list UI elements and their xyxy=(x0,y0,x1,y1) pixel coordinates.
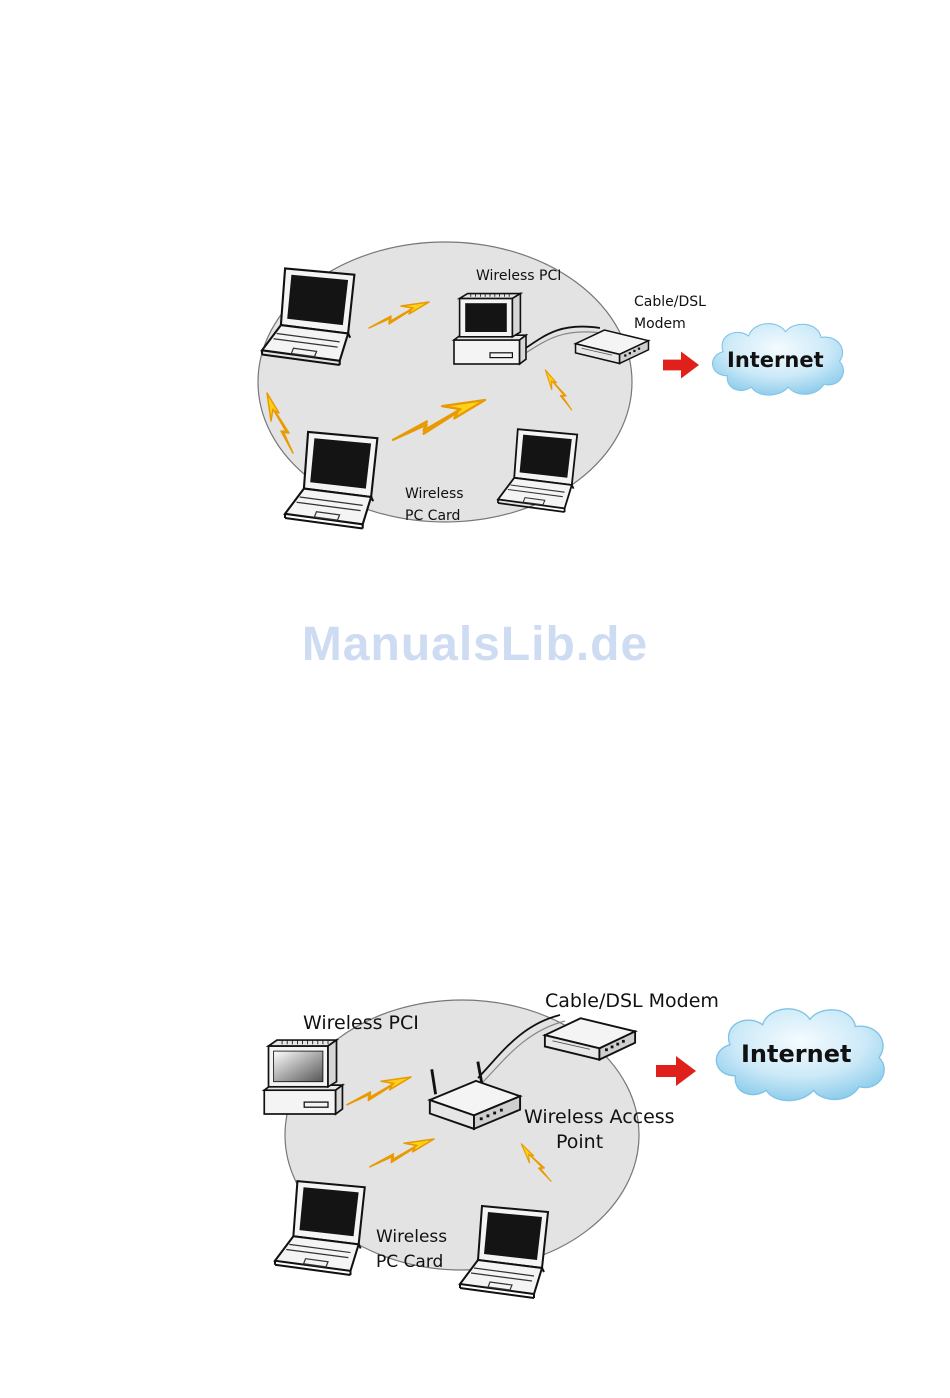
modem-label-line2: Modem xyxy=(634,316,686,332)
modem-label: Cable/DSL Modem xyxy=(545,991,719,1013)
internet-label: Internet xyxy=(727,348,824,372)
adhoc-network-diagram: Wireless PCI Cable/DSL Modem Internet Wi… xyxy=(0,230,950,560)
wireless-pci-label: Wireless PCI xyxy=(303,1013,419,1035)
pc-card-label-line2: PC Card xyxy=(405,508,460,524)
watermark: ManualsLib.de xyxy=(0,617,950,672)
modem-label-line1: Cable/DSL xyxy=(634,294,706,310)
infrastructure-network-diagram: Wireless PCI Cable/DSL Modem Internet Wi… xyxy=(0,975,950,1315)
desktop-pc-icon xyxy=(454,294,526,364)
laptop-icon xyxy=(262,268,354,365)
pc-card-label-line1: Wireless xyxy=(405,486,464,502)
internet-label: Internet xyxy=(741,1040,851,1068)
desktop-pc-icon xyxy=(264,1040,342,1114)
access-point-label-line2: Point xyxy=(556,1132,603,1154)
laptop-icon xyxy=(275,1181,365,1275)
wireless-pci-label: Wireless PCI xyxy=(476,268,561,284)
pc-card-label-line2: PC Card xyxy=(376,1253,443,1273)
access-point-label-line1: Wireless Access xyxy=(524,1107,675,1129)
arrow-icon xyxy=(656,1056,696,1086)
arrow-icon xyxy=(663,352,699,379)
pc-card-label-line1: Wireless xyxy=(376,1228,447,1248)
